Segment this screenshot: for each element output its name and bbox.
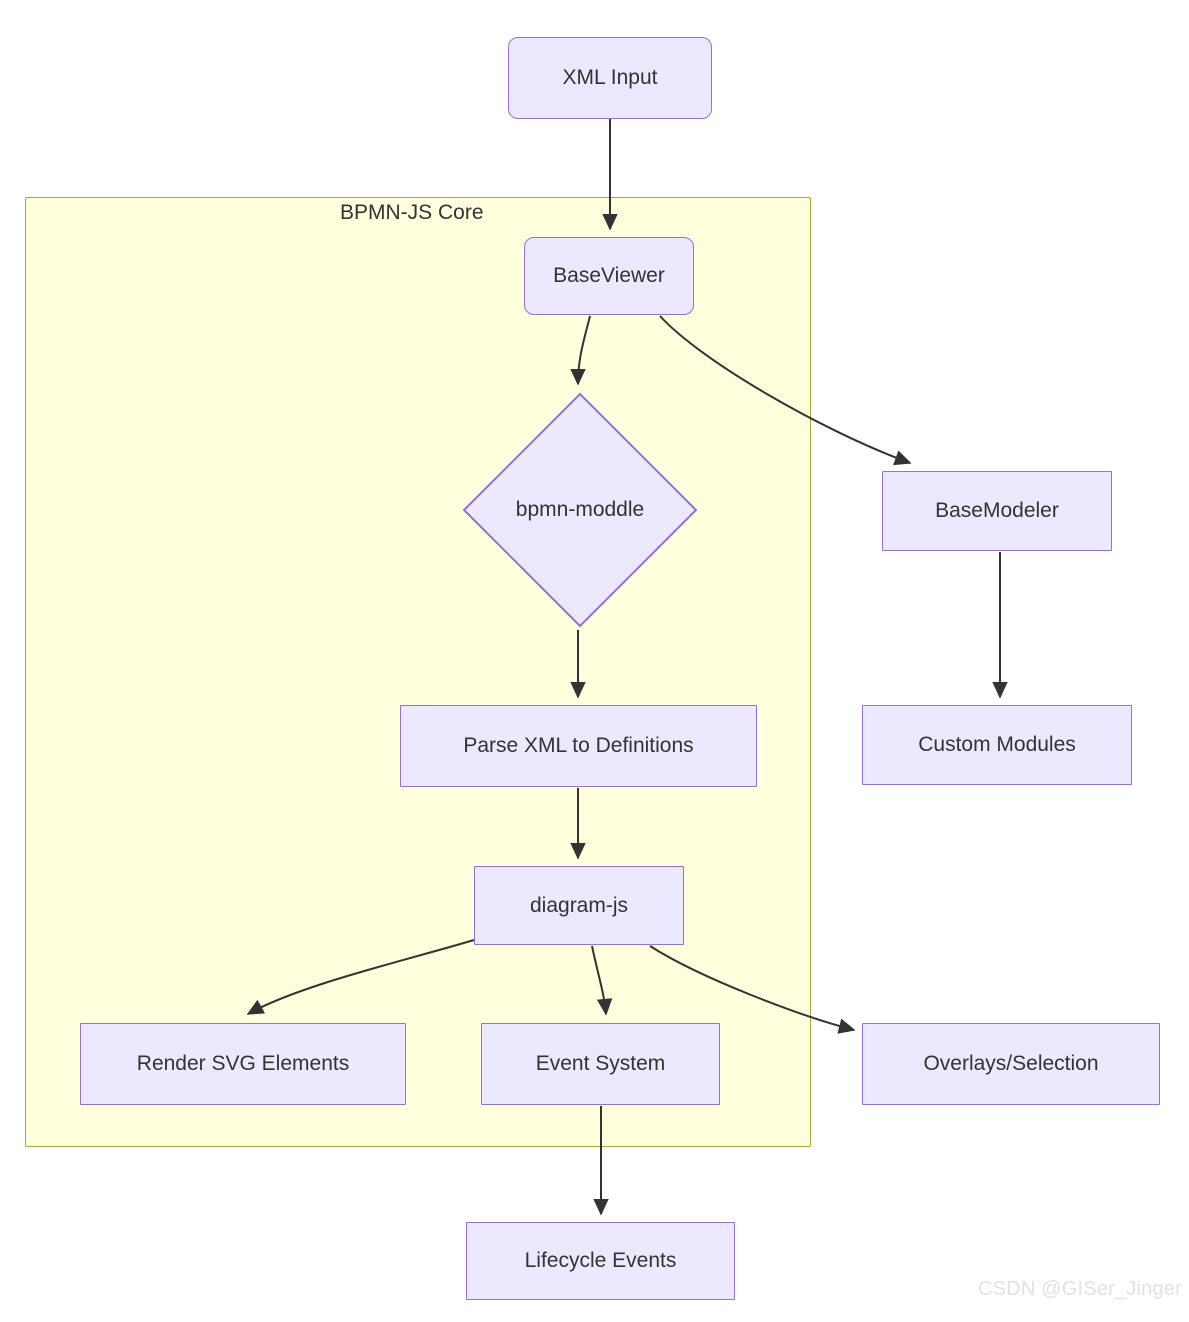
cluster-bpmn-js-core xyxy=(25,197,811,1147)
diamond-shape xyxy=(462,392,698,628)
node-bpmn-moddle-label: bpmn-moddle xyxy=(515,498,645,521)
cluster-label: BPMN-JS Core xyxy=(340,201,484,224)
node-base-viewer[interactable]: BaseViewer xyxy=(524,237,694,315)
node-xml-input[interactable]: XML Input xyxy=(508,37,712,119)
node-lifecycle-events-label: Lifecycle Events xyxy=(524,1249,677,1273)
node-render-svg-label: Render SVG Elements xyxy=(136,1052,350,1076)
node-parse-xml-label: Parse XML to Definitions xyxy=(463,734,694,758)
node-base-viewer-label: BaseViewer xyxy=(553,264,665,288)
node-render-svg[interactable]: Render SVG Elements xyxy=(80,1023,406,1105)
watermark: CSDN @GISer_Jinger xyxy=(978,1278,1182,1300)
node-xml-input-label: XML Input xyxy=(562,66,658,90)
node-custom-modules-label: Custom Modules xyxy=(918,733,1076,757)
node-overlays-selection[interactable]: Overlays/Selection xyxy=(862,1023,1160,1105)
node-base-modeler-label: BaseModeler xyxy=(935,499,1059,523)
node-event-system[interactable]: Event System xyxy=(481,1023,720,1105)
node-custom-modules[interactable]: Custom Modules xyxy=(862,705,1132,785)
node-parse-xml[interactable]: Parse XML to Definitions xyxy=(400,705,757,787)
node-event-system-label: Event System xyxy=(535,1052,666,1076)
node-lifecycle-events[interactable]: Lifecycle Events xyxy=(466,1222,735,1300)
node-bpmn-moddle[interactable]: bpmn-moddle xyxy=(462,392,698,628)
node-diagram-js-label: diagram-js xyxy=(529,893,629,917)
node-diagram-js[interactable]: diagram-js xyxy=(474,866,684,945)
node-overlays-selection-label: Overlays/Selection xyxy=(923,1052,1099,1076)
node-base-modeler[interactable]: BaseModeler xyxy=(882,471,1112,551)
